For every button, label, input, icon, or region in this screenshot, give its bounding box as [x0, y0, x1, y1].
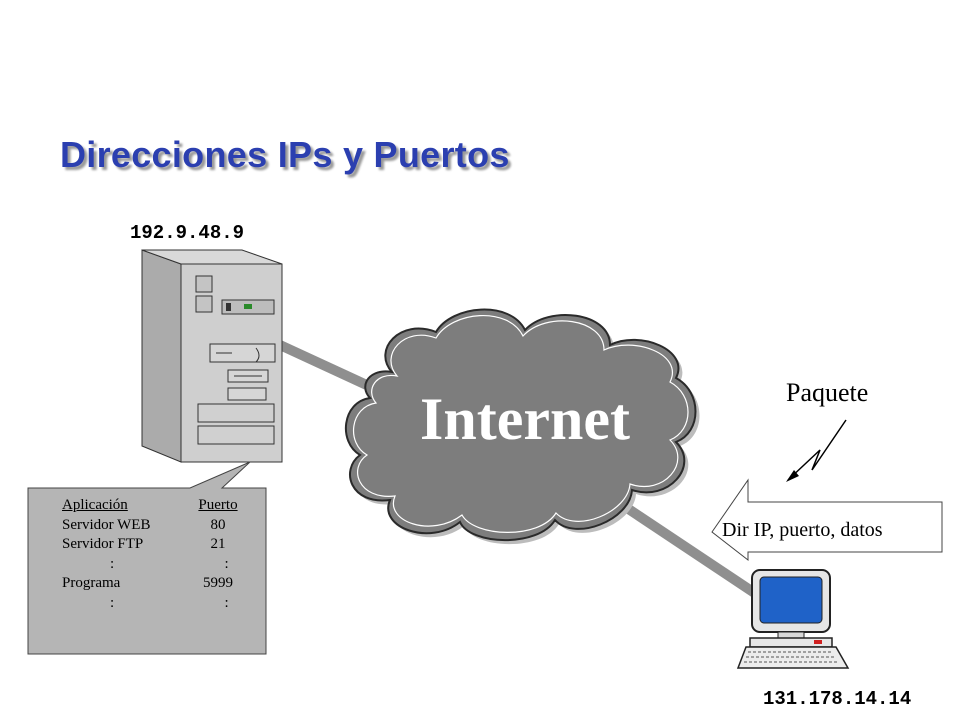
- port-table-row: Servidor WEB 80: [62, 516, 252, 536]
- server-tower-icon: [141, 249, 283, 463]
- port-table-row: Programa 5999: [62, 574, 252, 594]
- packet-callout-text: Dir IP, puerto, datos: [722, 519, 883, 541]
- lightning-arrowhead-icon: [786, 470, 799, 482]
- port-table-port: :: [224, 594, 229, 611]
- slide-title: Direcciones IPs y Puertos: [60, 134, 510, 175]
- port-table-app: :: [110, 594, 115, 611]
- packet-label: Paquete: [786, 378, 869, 407]
- internet-cloud-icon: [344, 308, 700, 545]
- port-table-port: 21: [210, 536, 226, 552]
- cloud-client-link: [597, 485, 783, 615]
- port-table-port: 5999: [203, 575, 233, 591]
- port-table: Aplicación Puerto Servidor WEB 80 Servid…: [62, 496, 252, 613]
- port-table-app: Programa: [62, 575, 121, 591]
- lightning-bolt-icon: [787, 419, 847, 481]
- port-table-row: Servidor FTP 21: [62, 535, 252, 555]
- port-table-callout: [27, 461, 267, 655]
- port-table-header: Aplicación Puerto: [62, 496, 252, 516]
- port-table-row: : :: [62, 594, 252, 614]
- port-table-header-port: Puerto: [198, 497, 238, 513]
- port-table-app: :: [110, 555, 115, 572]
- client-computer-icon: [736, 569, 850, 669]
- port-table-app: Servidor WEB: [62, 516, 151, 533]
- port-table-app: Servidor FTP: [62, 536, 144, 552]
- port-table-port: :: [224, 555, 229, 572]
- port-table-header-app: Aplicación: [62, 497, 128, 513]
- port-table-port: 80: [210, 516, 226, 533]
- packet-callout: [711, 478, 943, 562]
- internet-label: Internet: [420, 386, 630, 452]
- port-table-row: : :: [62, 555, 252, 575]
- server-ip-label: 192.9.48.9: [130, 222, 245, 244]
- client-ip-label: 131.178.14.14: [763, 688, 912, 710]
